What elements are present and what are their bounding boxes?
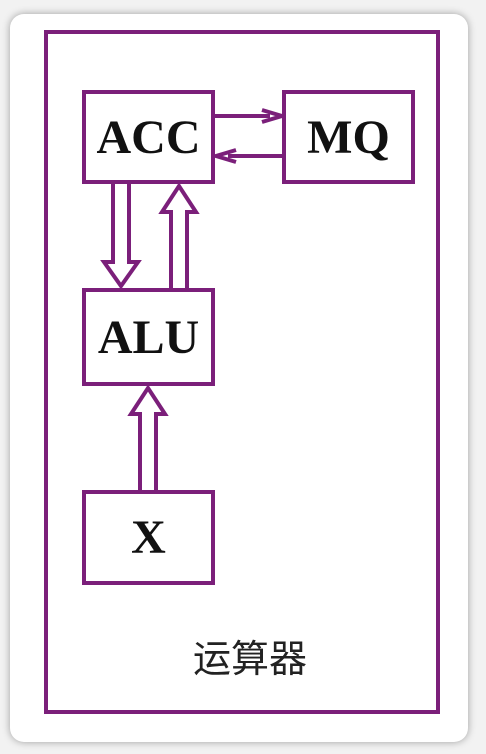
- arrow-mq-to-acc: [209, 148, 282, 164]
- mq-register-box: MQ: [282, 90, 415, 184]
- alu-label: ALU: [97, 310, 200, 364]
- arithmetic-unit-frame: [44, 30, 440, 714]
- arrow-acc-to-alu: [100, 184, 142, 290]
- acc-label: ACC: [96, 110, 201, 164]
- mq-label: MQ: [307, 110, 390, 164]
- x-register-box: X: [82, 490, 215, 585]
- x-label: X: [131, 511, 166, 564]
- diagram-caption: 运算器: [192, 637, 307, 681]
- alu-box: ALU: [82, 288, 215, 386]
- acc-register-box: ACC: [82, 90, 215, 184]
- arrow-acc-to-mq: [215, 108, 289, 124]
- arrow-alu-to-acc: [158, 182, 200, 288]
- arrow-x-to-alu: [127, 384, 169, 490]
